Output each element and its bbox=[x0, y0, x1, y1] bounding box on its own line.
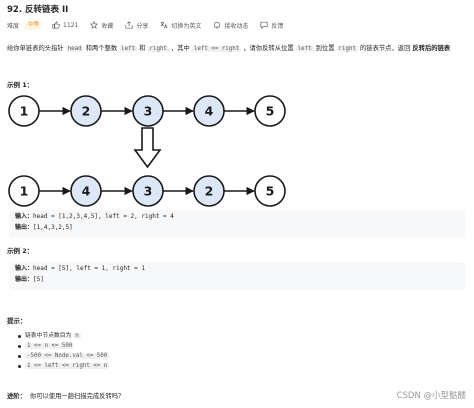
example-2-code: 输入：head = [5], left = 1, right = 1 输出：[5… bbox=[9, 262, 465, 290]
code-condition: left <= right bbox=[191, 46, 242, 52]
feedback-icon bbox=[260, 21, 268, 29]
list-node bbox=[193, 95, 225, 127]
translate-button[interactable]: 切换为英文 bbox=[160, 21, 201, 30]
list-node bbox=[254, 175, 286, 207]
list-before-row: 1 2 3 4 5 bbox=[8, 95, 286, 127]
share-label: 分享 bbox=[136, 22, 149, 30]
translate-label: 切换为英文 bbox=[171, 22, 202, 30]
list-item: 1 <= n <= 500 bbox=[18, 341, 109, 351]
code-left-2: left bbox=[295, 46, 314, 52]
output-label: 输出： bbox=[15, 223, 34, 231]
down-arrow-icon bbox=[133, 127, 162, 169]
feedback-label: 反馈 bbox=[271, 22, 284, 30]
code-right: right bbox=[147, 46, 169, 52]
problem-meta-bar: 难度 中等 1121 收藏 分享 切换为英文 接收动态 反馈 bbox=[7, 19, 295, 31]
problem-description: 给你单链表的头指针 head 和两个整数 left 和 right ，其中 le… bbox=[7, 45, 451, 52]
advanced-label: 进阶： bbox=[7, 393, 26, 400]
list-node bbox=[70, 175, 102, 207]
input-label: 输入： bbox=[15, 265, 34, 272]
list-node bbox=[132, 175, 164, 207]
node-value: 2 bbox=[205, 184, 214, 199]
example-1-label: 示例 1： bbox=[7, 81, 34, 89]
share-icon bbox=[125, 21, 133, 29]
list-node bbox=[8, 175, 40, 207]
node-value: 4 bbox=[205, 104, 214, 119]
code-right-2: right bbox=[336, 46, 358, 52]
favorite-label: 收藏 bbox=[101, 22, 114, 30]
bold-result: 反转后的链表 bbox=[412, 45, 451, 52]
list-node bbox=[193, 175, 225, 207]
list-item: 链表中节点数目为 n bbox=[18, 331, 109, 341]
feedback-button[interactable]: 反馈 bbox=[260, 21, 283, 30]
node-value: 5 bbox=[266, 184, 275, 199]
hints-label: 提示： bbox=[7, 317, 27, 325]
list-node bbox=[254, 95, 286, 127]
example-1-code: 输入：head = [1,2,3,4,5], left = 2, right =… bbox=[9, 210, 465, 238]
example-2-output: [5] bbox=[33, 275, 44, 283]
output-label: 输出： bbox=[15, 275, 34, 283]
node-value: 3 bbox=[144, 184, 153, 199]
watermark: CSDN @小型骷髅 bbox=[396, 391, 466, 401]
problem-title: 92. 反转链表 II bbox=[7, 5, 69, 15]
list-item: -500 <= Node.val <= 500 bbox=[18, 351, 110, 361]
like-button[interactable]: 1121 bbox=[52, 21, 78, 29]
thumbs-up-icon bbox=[52, 21, 60, 29]
hints-list: 链表中节点数目为 n 1 <= n <= 500 -500 <= Node.va… bbox=[18, 331, 110, 371]
difficulty-badge: 中等 bbox=[25, 20, 43, 30]
node-value: 4 bbox=[82, 184, 91, 199]
input-label: 输入： bbox=[15, 213, 34, 220]
node-value: 2 bbox=[82, 104, 91, 119]
code-head: head bbox=[65, 46, 84, 52]
translate-icon bbox=[160, 21, 168, 29]
notify-label: 接收动态 bbox=[224, 22, 249, 30]
favorite-button[interactable]: 收藏 bbox=[90, 21, 113, 30]
star-icon bbox=[90, 21, 99, 29]
notify-button[interactable]: 接收动态 bbox=[213, 21, 248, 30]
example-1-input: head = [1,2,3,4,5], left = 2, right = 4 bbox=[33, 213, 174, 220]
list-node bbox=[70, 95, 102, 127]
share-button[interactable]: 分享 bbox=[125, 21, 148, 30]
difficulty-label: 难度 bbox=[7, 22, 20, 30]
example-2-label: 示例 2： bbox=[7, 247, 34, 255]
list-node bbox=[132, 95, 164, 127]
node-value: 1 bbox=[20, 184, 29, 199]
node-value: 3 bbox=[144, 104, 153, 119]
example-2-input: head = [5], left = 1, right = 1 bbox=[33, 265, 145, 272]
code-left: left bbox=[119, 46, 138, 52]
bell-icon bbox=[213, 21, 221, 29]
node-value: 1 bbox=[20, 104, 29, 119]
like-count: 1121 bbox=[63, 21, 79, 29]
list-item: 1 <= left <= right <= n bbox=[18, 361, 110, 371]
advanced-note: 进阶：你可以使用一趟扫描完成反转吗？ bbox=[7, 391, 124, 400]
example-1-output: [1,4,3,2,5] bbox=[33, 223, 73, 231]
node-value: 5 bbox=[266, 104, 275, 119]
advanced-text: 你可以使用一趟扫描完成反转吗？ bbox=[29, 393, 125, 400]
list-after-row: 1 4 3 2 5 bbox=[8, 175, 286, 207]
list-node bbox=[8, 95, 40, 127]
